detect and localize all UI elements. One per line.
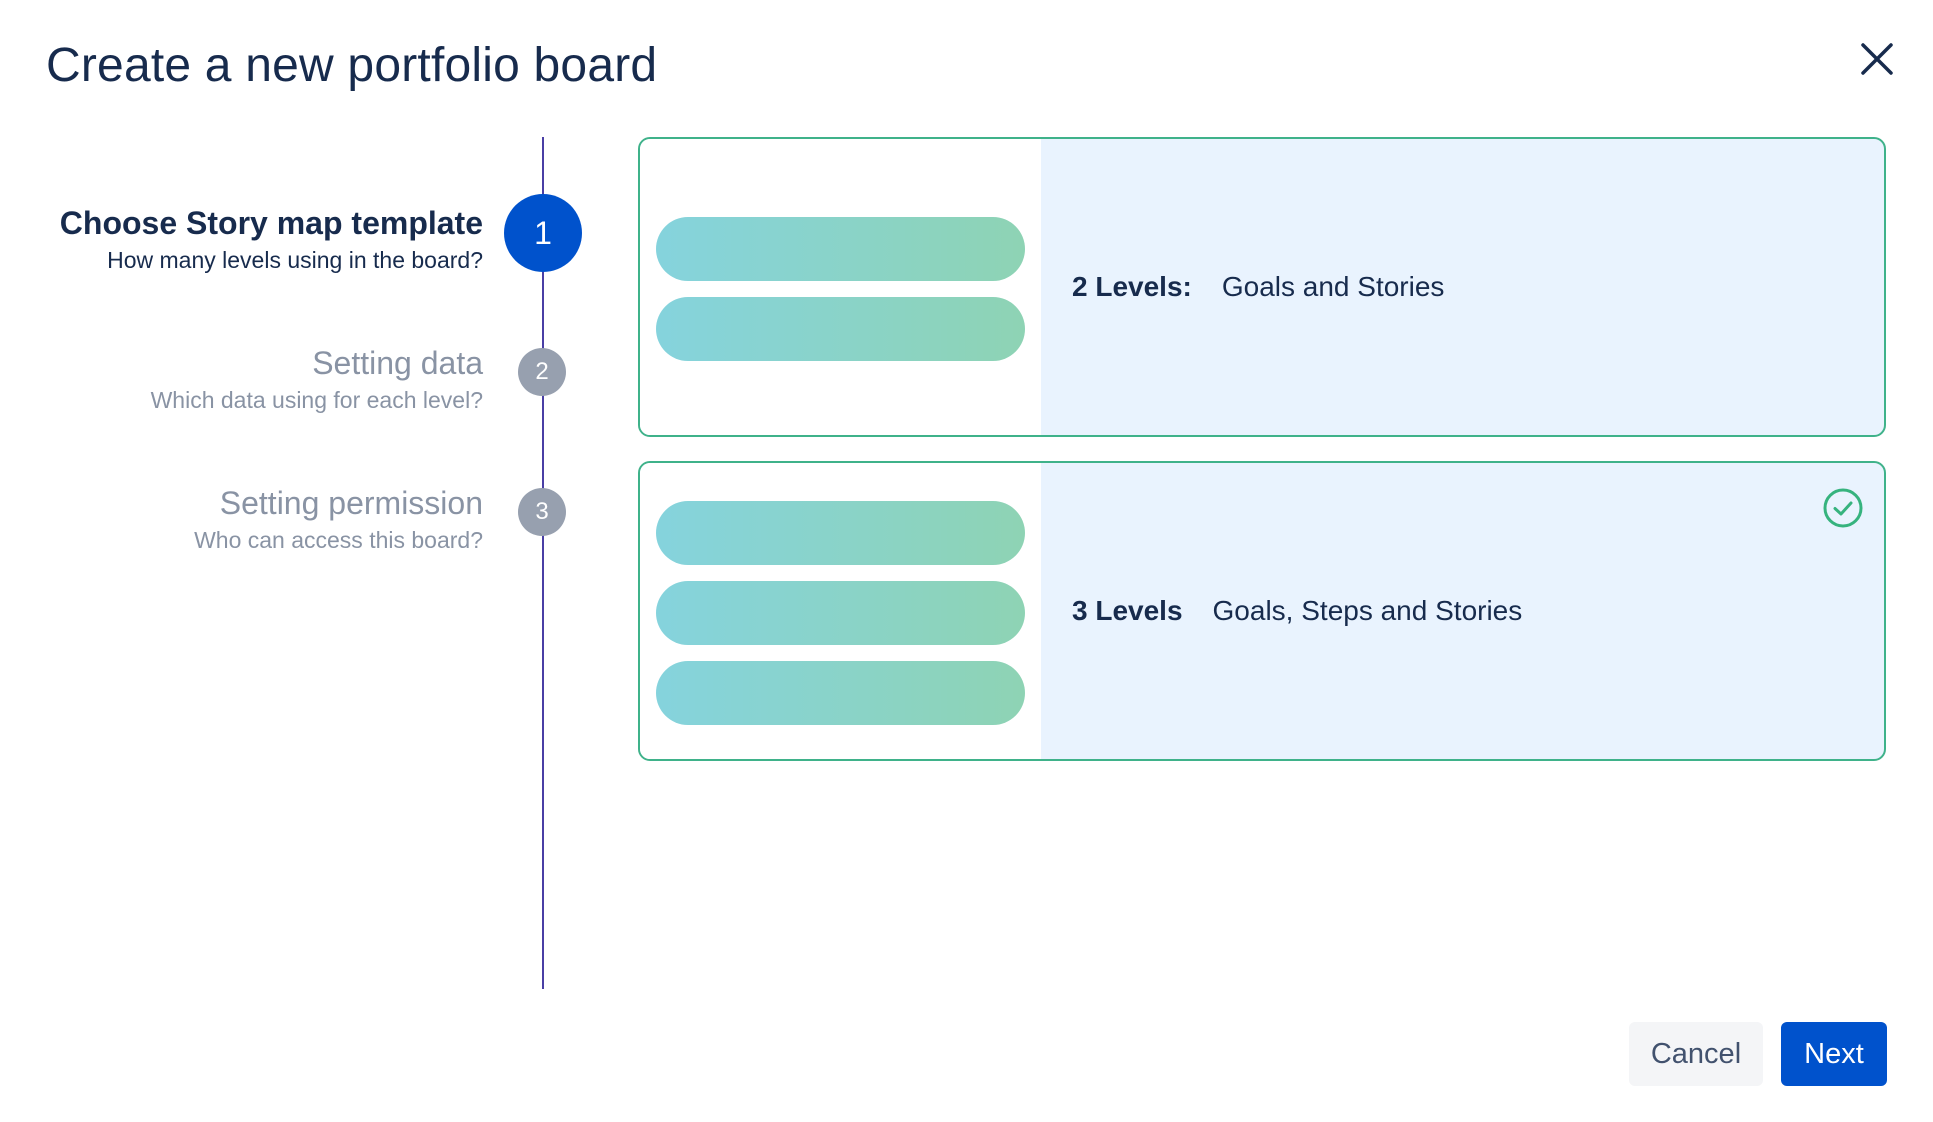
step-2-title: Setting data	[312, 345, 483, 381]
level-bar	[656, 661, 1025, 725]
template-label: 2 Levels: Goals and Stories	[1072, 271, 1444, 303]
step-2-subtitle: Which data using for each level?	[150, 387, 483, 413]
template-option-3-levels[interactable]: 3 Levels Goals, Steps and Stories	[638, 461, 1886, 761]
template-option-2-levels[interactable]: 2 Levels: Goals and Stories	[638, 137, 1886, 437]
template-label: 3 Levels Goals, Steps and Stories	[1072, 595, 1522, 627]
levels-description: Goals, Steps and Stories	[1212, 595, 1523, 626]
dialog-title: Create a new portfolio board	[46, 39, 658, 92]
next-button[interactable]: Next	[1781, 1022, 1887, 1086]
levels-description: Goals and Stories	[1221, 271, 1445, 302]
step-3-title: Setting permission	[219, 485, 483, 521]
template-preview	[640, 139, 1041, 435]
cancel-button[interactable]: Cancel	[1629, 1022, 1763, 1086]
step-1-title: Choose Story map template	[59, 205, 483, 241]
template-preview	[640, 463, 1041, 759]
step-2[interactable]: Setting data Which data using for each l…	[151, 343, 483, 415]
step-3-circle[interactable]: 3	[518, 488, 566, 536]
close-button[interactable]	[1852, 34, 1902, 84]
step-1-circle[interactable]: 1	[504, 194, 582, 272]
levels-count: 2 Levels:	[1072, 271, 1192, 302]
level-bar	[656, 581, 1025, 645]
step-1-subtitle: How many levels using in the board?	[107, 247, 483, 273]
step-2-circle[interactable]: 2	[518, 348, 566, 396]
check-circle-icon	[1823, 488, 1863, 528]
level-bar	[656, 217, 1025, 281]
stepper-line	[542, 137, 544, 989]
step-3[interactable]: Setting permission Who can access this b…	[194, 483, 483, 555]
levels-count: 3 Levels	[1072, 595, 1183, 626]
level-bar	[656, 501, 1025, 565]
step-1[interactable]: Choose Story map template How many level…	[60, 203, 483, 275]
close-icon	[1861, 43, 1893, 75]
step-3-subtitle: Who can access this board?	[194, 527, 483, 553]
level-bar	[656, 297, 1025, 361]
